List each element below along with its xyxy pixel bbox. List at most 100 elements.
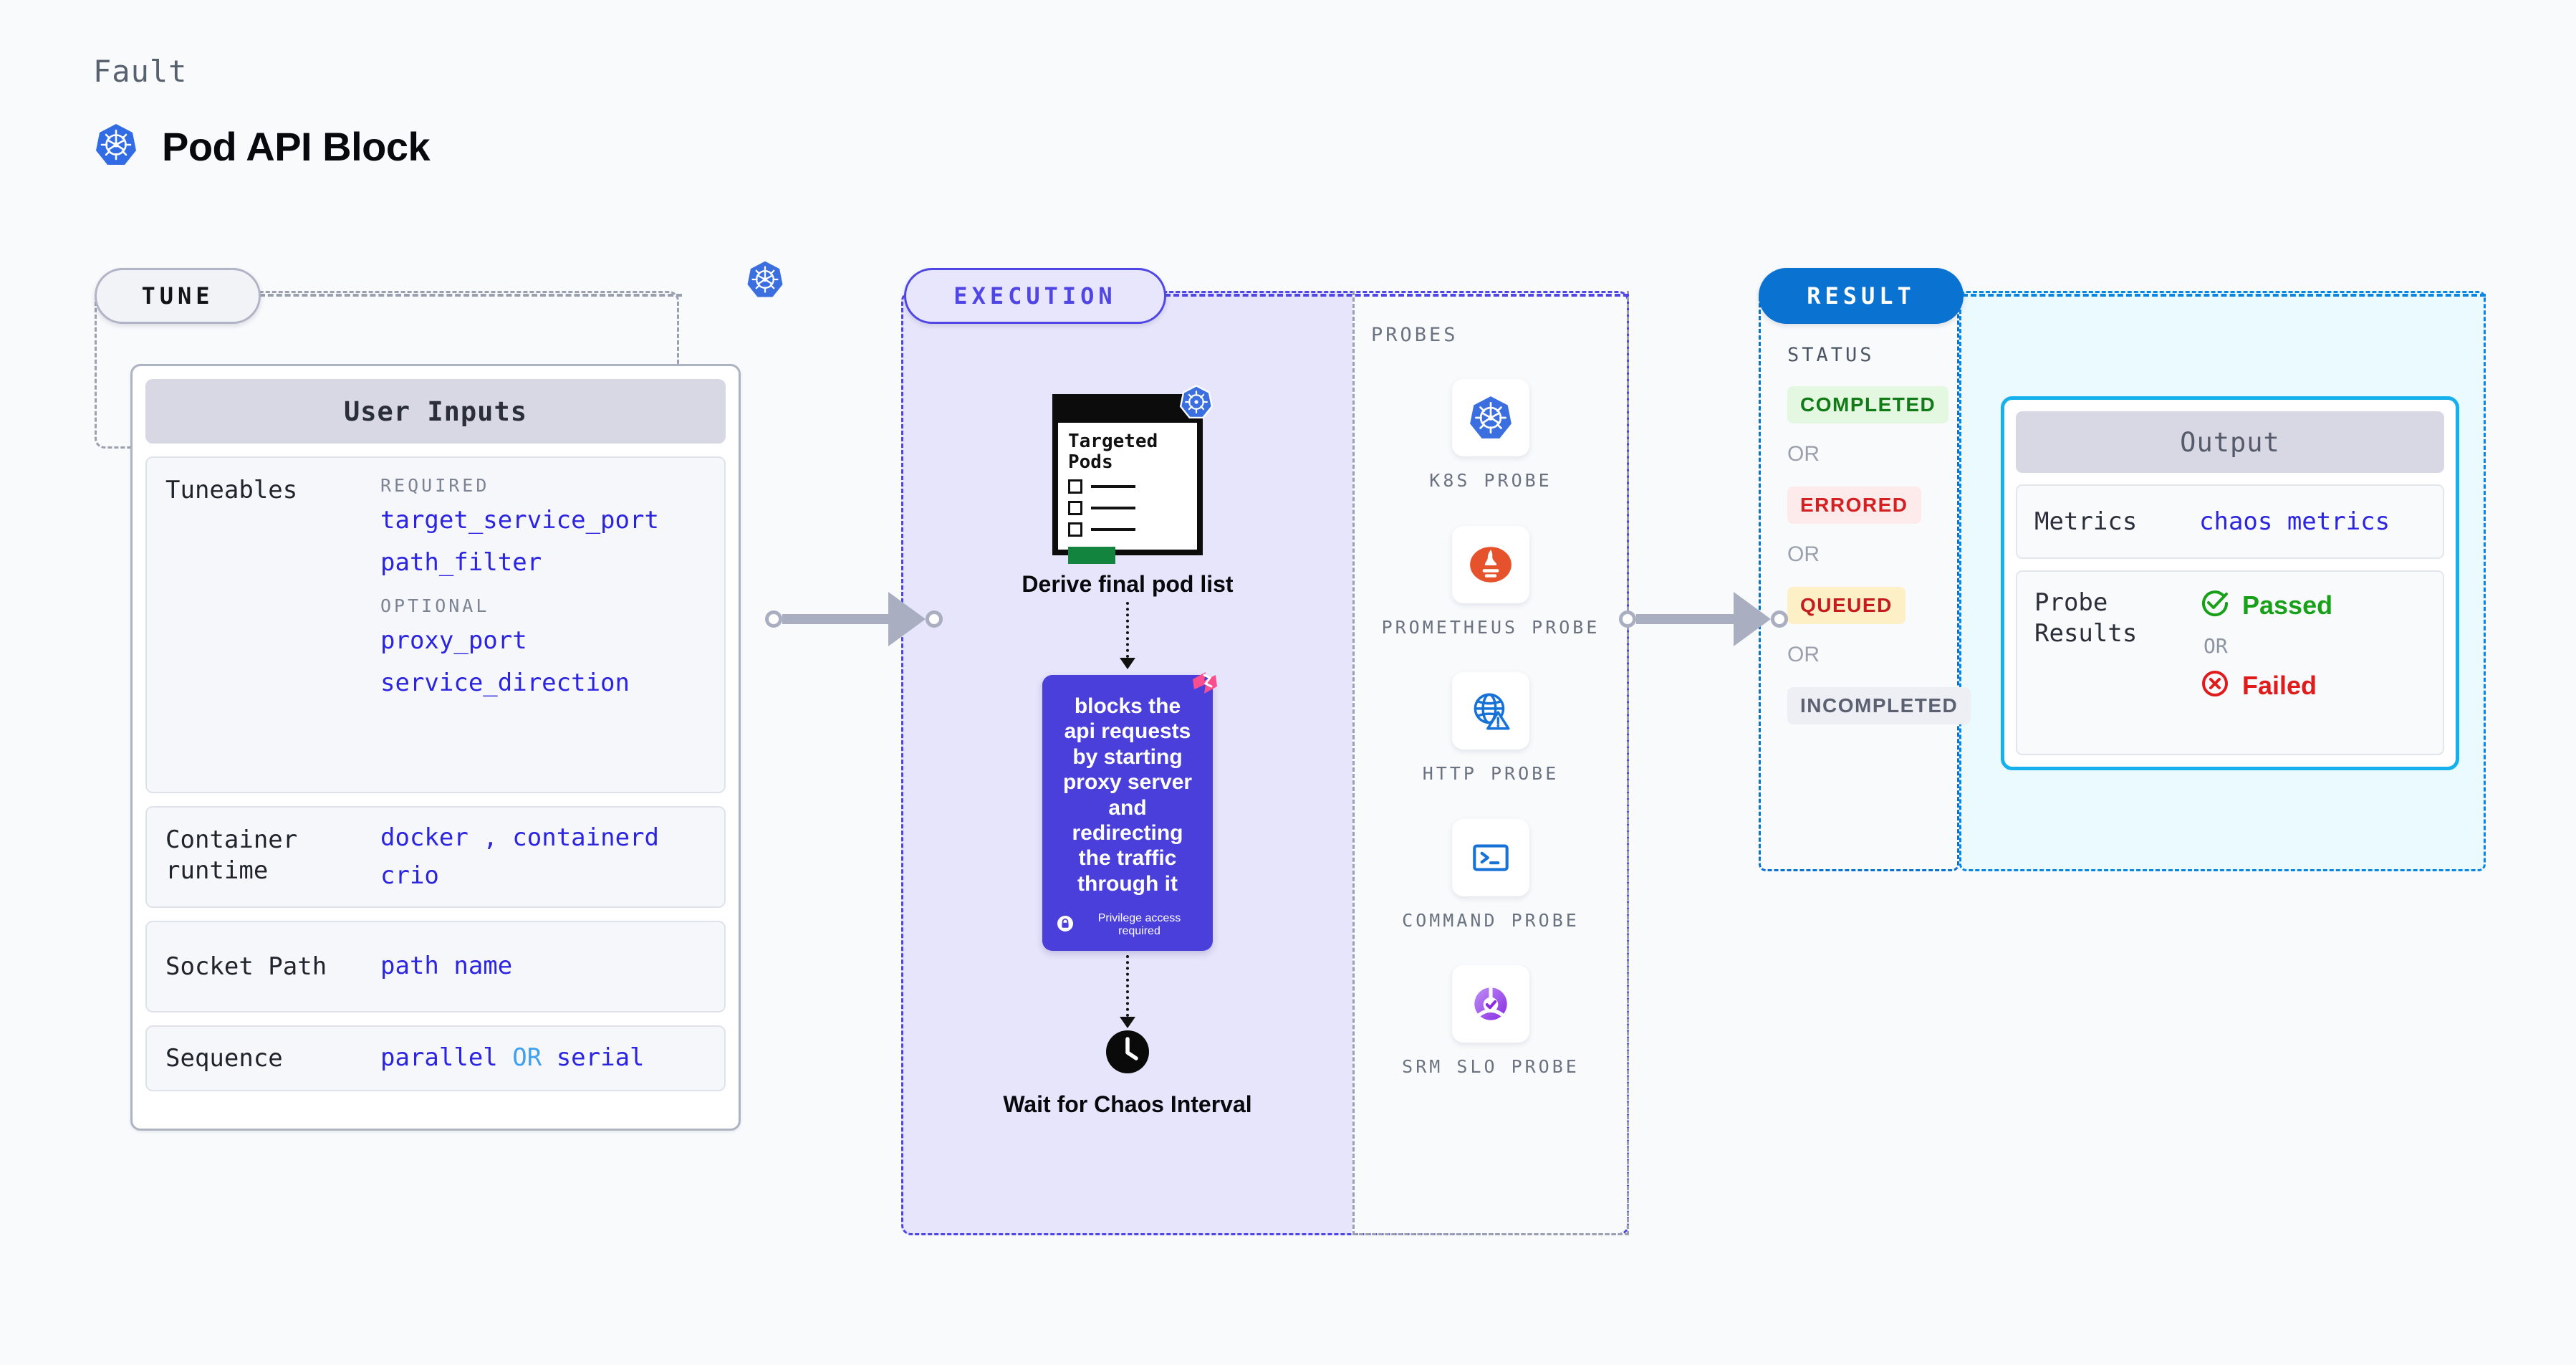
output-title: Output [2016, 411, 2444, 473]
stage-pill-result[interactable]: RESULT [1759, 268, 1964, 324]
globe-warning-icon [1451, 672, 1529, 749]
passed-label: Passed [2242, 590, 2333, 620]
connector-dot [765, 610, 782, 628]
document-list-item [1068, 522, 1187, 537]
required-heading: REQUIRED [380, 475, 490, 496]
connector-execution-to-result [1619, 592, 1788, 646]
tune-row-container-runtime: Container runtime docker , containerd cr… [145, 806, 726, 908]
user-inputs-card: User Inputs Tuneables REQUIRED target_se… [130, 364, 741, 1131]
tuneable-proxy-port[interactable]: proxy_port [380, 626, 527, 655]
sequence-serial[interactable]: serial [556, 1043, 645, 1073]
connector-bar [1636, 614, 1735, 624]
connector-bar [782, 614, 890, 624]
document-list-item [1068, 501, 1187, 516]
connector-dot [926, 610, 943, 628]
probe-label: SRM SLO PROBE [1402, 1056, 1580, 1077]
probe-label: K8S PROBE [1429, 470, 1552, 491]
container-runtime-label: Container runtime [165, 825, 298, 885]
derive-pod-list-label: Derive final pod list [1022, 571, 1234, 597]
prometheus-icon [1451, 525, 1529, 603]
kubernetes-icon [1178, 384, 1214, 423]
probe-result-failed: Failed [2199, 668, 2332, 703]
probe-item-k8s[interactable]: K8S PROBE [1429, 379, 1552, 493]
wait-interval-label: Wait for Chaos Interval [1003, 1091, 1252, 1118]
runtime-separator: , [483, 823, 498, 852]
probe-label: PROMETHEUS PROBE [1381, 616, 1600, 638]
privilege-note-label: Privilege access required [1097, 912, 1181, 938]
probes-title: PROBES [1371, 324, 1458, 346]
execution-leader-line [1165, 294, 1629, 297]
status-badge-queued: QUEUED [1787, 587, 1905, 624]
probe-results-label: Probe Results [2034, 588, 2138, 648]
output-row-probe-results: Probe Results Passed OR [2016, 570, 2444, 755]
x-circle-icon [2199, 668, 2231, 703]
runtime-crio[interactable]: crio [380, 861, 439, 891]
socket-path-label: Socket Path [165, 952, 327, 981]
document-list-item [1068, 479, 1187, 494]
connector-dot [1619, 610, 1636, 628]
checkbox-icon [1068, 522, 1082, 537]
tune-row-socket-path: Socket Path path name [145, 921, 726, 1012]
flow-connector-dotted [1126, 602, 1129, 658]
connector-tune-to-execution [765, 592, 943, 646]
probe-item-http[interactable]: HTTP PROBE [1423, 672, 1559, 786]
kubernetes-icon [93, 122, 139, 171]
runtime-containerd[interactable]: containerd [512, 823, 659, 852]
flow-arrow-icon [1120, 658, 1135, 669]
lock-icon [1057, 915, 1074, 936]
tuneable-target-service-port[interactable]: target_service_port [380, 506, 659, 535]
green-bar [1068, 547, 1115, 565]
tuneable-path-filter[interactable]: path_filter [380, 548, 542, 578]
probe-result-or: OR [2203, 634, 2228, 658]
probe-item-srm-slo[interactable]: SRM SLO PROBE [1402, 965, 1580, 1079]
optional-heading: OPTIONAL [380, 595, 490, 616]
tune-row-sequence: Sequence parallel OR serial [145, 1025, 726, 1091]
wait-interval-block: Wait for Chaos Interval [1003, 1028, 1252, 1118]
clock-icon [1104, 1030, 1151, 1078]
probe-item-prometheus[interactable]: PROMETHEUS PROBE [1381, 525, 1600, 640]
fault-description-text: blocks the api requests by starting prox… [1062, 694, 1193, 896]
fault-description-card: blocks the api requests by starting prox… [1042, 672, 1217, 952]
checkbox-icon [1068, 479, 1082, 494]
result-leader-line [1962, 294, 2486, 297]
page-eyebrow: Fault [93, 54, 188, 89]
page-title-row: Pod API Block [93, 122, 431, 171]
probe-item-command[interactable]: COMMAND PROBE [1402, 818, 1580, 933]
connector-arrow-icon [1734, 592, 1771, 646]
socket-path-value[interactable]: path name [380, 952, 513, 981]
metrics-value[interactable]: chaos metrics [2199, 507, 2390, 536]
page-title: Pod API Block [162, 124, 431, 169]
status-or: OR [1787, 442, 1820, 466]
tune-leader-line [259, 294, 682, 297]
execution-column: Targeted Pods Derive final pod list [901, 308, 1354, 1119]
status-badge-errored: ERRORED [1787, 487, 1921, 524]
stage-pill-execution[interactable]: EXECUTION [904, 268, 1166, 324]
line-placeholder [1091, 485, 1135, 489]
kubernetes-icon [1452, 379, 1529, 456]
status-badge-completed: COMPLETED [1787, 386, 1949, 423]
runtime-docker[interactable]: docker [380, 823, 468, 852]
line-placeholder [1091, 528, 1135, 532]
status-title: STATUS [1787, 344, 1875, 366]
stage-pill-tune[interactable]: TUNE [95, 268, 261, 324]
targeted-pods-title: Targeted Pods [1068, 431, 1158, 473]
sequence-parallel[interactable]: parallel [380, 1043, 498, 1073]
flow-arrow-icon [1120, 1017, 1135, 1029]
result-column: STATUS COMPLETED OR ERRORED OR QUEUED OR… [1759, 308, 1971, 724]
user-inputs-title: User Inputs [145, 379, 726, 444]
probes-column: PROBES K8S PROBE [1352, 308, 1629, 1079]
flow-connector-dotted [1126, 955, 1129, 1017]
tune-row-tuneables: Tuneables REQUIRED target_service_port p… [145, 456, 726, 793]
checkbox-icon [1068, 501, 1082, 516]
check-circle-icon [2199, 588, 2231, 623]
document-titlebar [1058, 400, 1197, 423]
tuneable-service-direction[interactable]: service_direction [380, 669, 630, 698]
output-card: Output Metrics chaos metrics Probe Resul… [2001, 396, 2459, 770]
srm-slo-icon [1451, 965, 1529, 1043]
metrics-label: Metrics [2034, 507, 2138, 536]
sequence-label: Sequence [165, 1043, 283, 1073]
privilege-note: Privilege access required [1057, 912, 1198, 938]
status-or: OR [1787, 643, 1820, 666]
probe-label: HTTP PROBE [1422, 763, 1559, 784]
status-badge-incompleted: INCOMPLETED [1787, 687, 1971, 724]
